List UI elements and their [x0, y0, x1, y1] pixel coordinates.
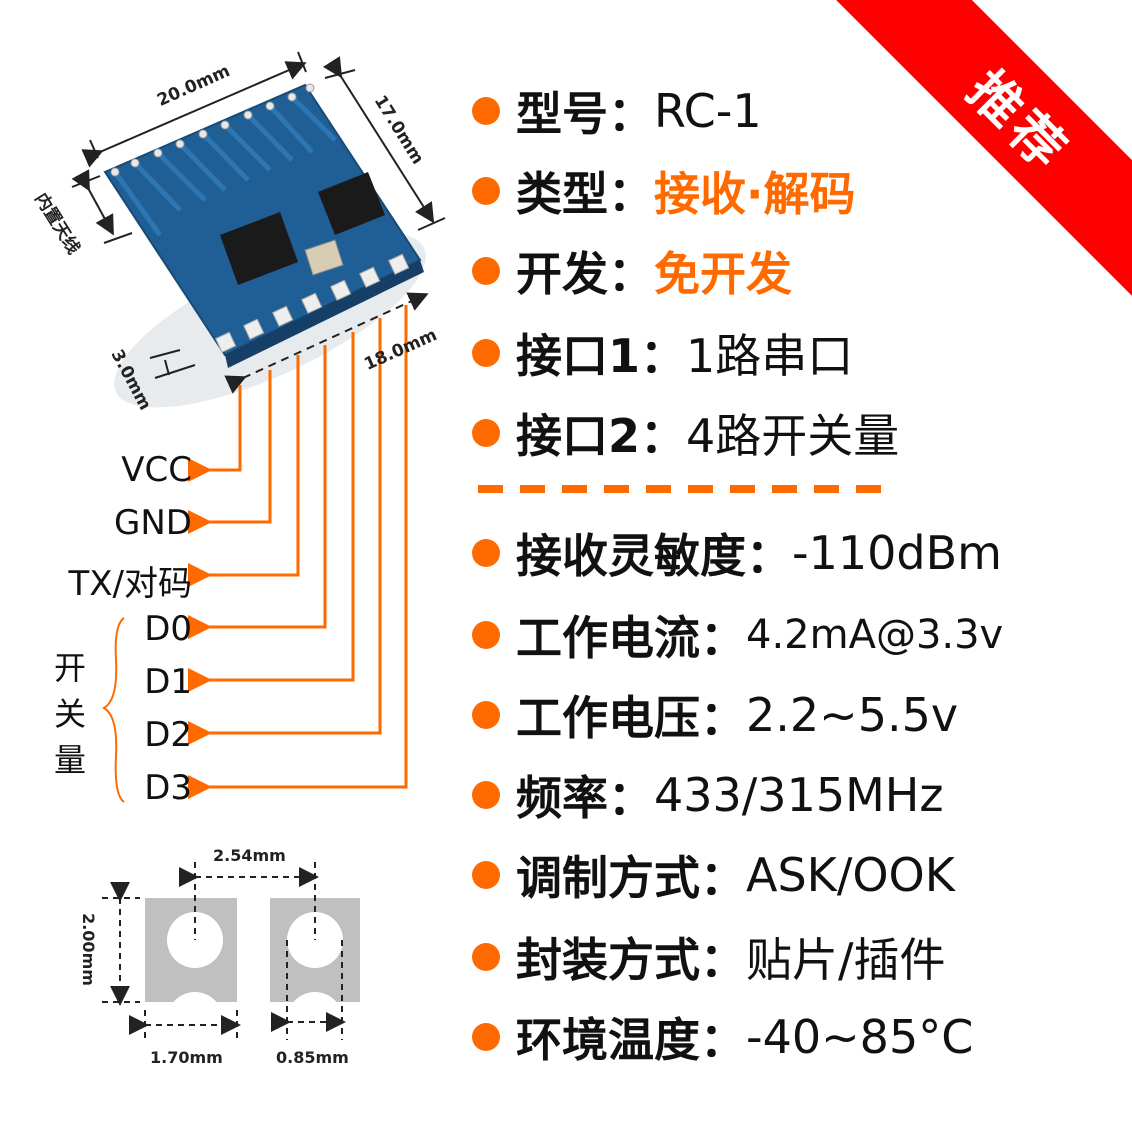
pin-tx: TX/对码	[68, 564, 192, 604]
spec-voltage: 工作电压： 2.2~5.5v	[472, 682, 958, 748]
bullet-icon	[472, 943, 500, 971]
bullet-icon	[472, 861, 500, 889]
spec-frequency: 频率： 433/315MHz	[472, 762, 944, 828]
spec-interface-2: 接口2： 4路开关量	[472, 400, 899, 466]
spec-current: 工作电流： 4.2mA@3.3v	[472, 602, 1003, 668]
pin-vcc: VCC	[121, 450, 192, 490]
bullet-icon	[472, 701, 500, 729]
bullet-icon	[472, 177, 500, 205]
spec-model: 型号： RC-1	[472, 78, 762, 144]
pin-d2: D2	[144, 715, 192, 755]
recommend-badge-label: 推荐	[955, 59, 1081, 185]
spec-modulation: 调制方式： ASK/OOK	[472, 842, 955, 908]
pad-half-width-label: 0.85mm	[276, 1048, 349, 1067]
bullet-icon	[472, 621, 500, 649]
pad-footprint-diagram	[102, 862, 360, 1040]
module-diagram	[71, 51, 446, 803]
pcb-board	[103, 83, 424, 368]
pin-gnd: GND	[114, 503, 192, 543]
spec-development: 开发： 免开发	[472, 238, 792, 304]
pin-d0: D0	[144, 609, 192, 649]
bullet-icon	[472, 1023, 500, 1051]
bullet-icon	[472, 257, 500, 285]
pad-width-label: 1.70mm	[150, 1048, 223, 1067]
bullet-icon	[472, 539, 500, 567]
spec-sensitivity: 接收灵敏度： -110dBm	[472, 520, 1002, 586]
spec-type: 类型： 接收·解码	[472, 158, 855, 224]
spec-interface-1: 接口1： 1路串口	[472, 320, 853, 386]
pad-height-label: 2.00mm	[78, 913, 98, 986]
bullet-icon	[472, 781, 500, 809]
spec-temperature: 环境温度： -40~85°C	[472, 1004, 973, 1070]
pad-pitch-label: 2.54mm	[213, 846, 286, 865]
pin-d3: D3	[144, 768, 192, 808]
spec-package: 封装方式： 贴片/插件	[472, 924, 946, 990]
bullet-icon	[472, 419, 500, 447]
bullet-icon	[472, 339, 500, 367]
section-divider	[478, 485, 888, 493]
bullet-icon	[472, 97, 500, 125]
switch-group-label: 开 关 量	[53, 649, 86, 779]
pin-d1: D1	[144, 662, 192, 702]
